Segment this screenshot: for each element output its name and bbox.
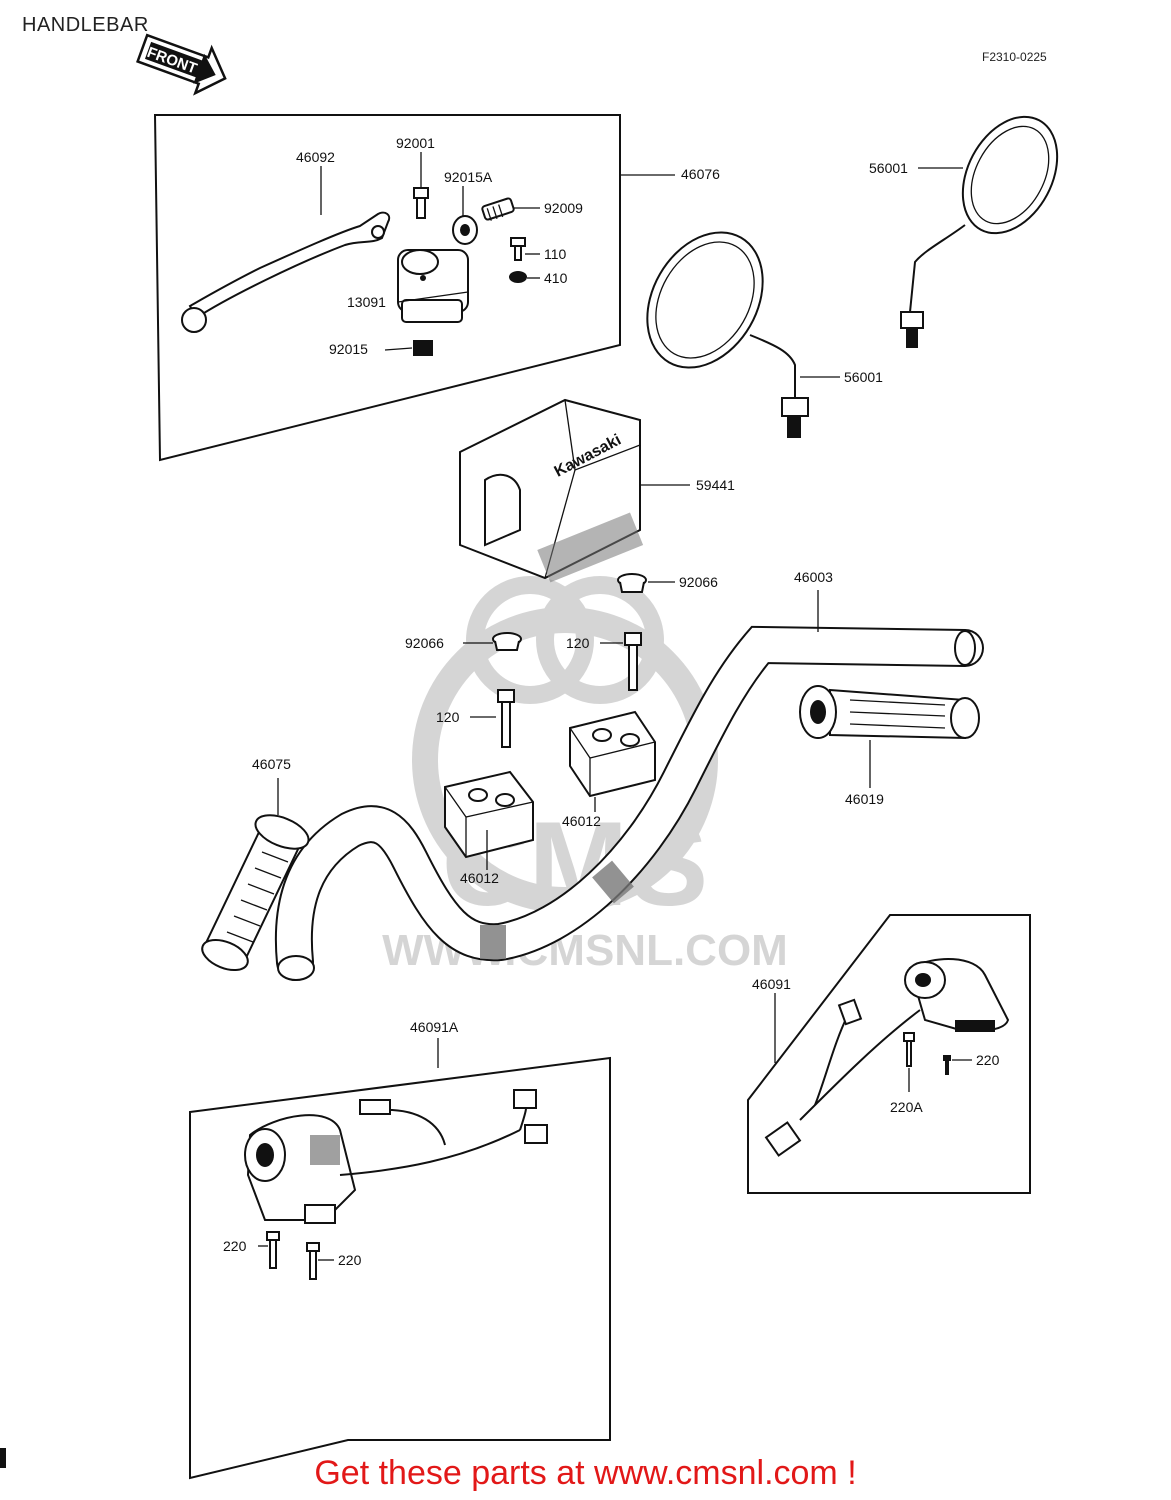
screw-220-left2 <box>306 1242 320 1280</box>
screw-220A <box>903 1032 915 1067</box>
callout-220-left1: 220 <box>223 1238 247 1254</box>
callout-46012-right: 46012 <box>562 813 601 829</box>
cap-92066-left <box>492 632 522 651</box>
switch-left-housing <box>244 1114 357 1224</box>
callout-410: 410 <box>544 270 568 286</box>
callout-56001-top: 56001 <box>869 160 908 176</box>
margin-mark <box>0 1448 6 1468</box>
screw-220-right <box>943 1055 951 1075</box>
mirror-right <box>900 115 1059 348</box>
callout-46076: 46076 <box>681 166 720 182</box>
callout-110: 110 <box>544 246 567 262</box>
callout-46091: 46091 <box>752 976 791 992</box>
callout-46019: 46019 <box>845 791 884 807</box>
right-switch-panel <box>747 914 1031 1194</box>
bolt-120-mid <box>497 689 515 748</box>
callout-92001: 92001 <box>396 135 435 151</box>
front-arrow: FRONT <box>136 33 227 96</box>
callout-120-top: 120 <box>566 635 590 651</box>
callout-46003: 46003 <box>794 569 833 585</box>
screw-110 <box>510 237 526 261</box>
left-switch-panel <box>189 1056 611 1480</box>
handlebar-tube <box>274 625 984 981</box>
callout-46092: 46092 <box>296 149 335 165</box>
callout-46091A: 46091A <box>410 1019 459 1035</box>
diagram-code: F2310-0225 <box>982 50 1047 64</box>
clutch-lever <box>181 211 391 333</box>
callout-56001-bottom: 56001 <box>844 369 883 385</box>
callout-92015A: 92015A <box>444 169 493 185</box>
clamp-46012-lower <box>444 770 534 859</box>
callout-92066-right: 92066 <box>679 574 718 590</box>
callout-46012-left: 46012 <box>460 870 499 886</box>
clamp-46012-upper <box>569 710 656 798</box>
adjuster-92009 <box>481 197 515 221</box>
nut-92015A <box>452 215 478 245</box>
bolt-92001 <box>413 187 429 219</box>
callout-220-left2: 220 <box>338 1252 362 1268</box>
lever-group-panel <box>153 114 621 462</box>
grip-left <box>201 814 310 972</box>
footer-cta[interactable]: Get these parts at www.cmsnl.com ! <box>314 1454 857 1492</box>
mirror-left <box>646 231 809 438</box>
callout-220A: 220A <box>890 1099 923 1115</box>
switch-left-harness <box>339 1089 548 1176</box>
callout-120-mid: 120 <box>436 709 460 725</box>
screw-220-left1 <box>266 1231 280 1269</box>
callout-220-right: 220 <box>976 1052 1000 1068</box>
switch-right-harness <box>764 998 921 1157</box>
callout-46075: 46075 <box>252 756 291 772</box>
callout-92009: 92009 <box>544 200 583 216</box>
grip-right <box>799 685 980 740</box>
bolt-120-top <box>624 632 642 691</box>
handlebar-cover: Kawasaki <box>459 398 644 583</box>
washer-410 <box>509 271 527 283</box>
callout-92066-left: 92066 <box>405 635 444 651</box>
callout-92015: 92015 <box>329 341 368 357</box>
nut-92015 <box>413 340 433 356</box>
lever-holder <box>397 249 469 323</box>
callout-59441: 59441 <box>696 477 735 493</box>
callout-labels: 46092 92001 92015A 92009 46076 110 410 1… <box>223 135 1000 1268</box>
cap-92066-right <box>617 573 647 593</box>
page-title: HANDLEBAR <box>22 14 149 36</box>
callout-13091: 13091 <box>347 294 386 310</box>
switch-right-housing <box>904 958 1010 1032</box>
